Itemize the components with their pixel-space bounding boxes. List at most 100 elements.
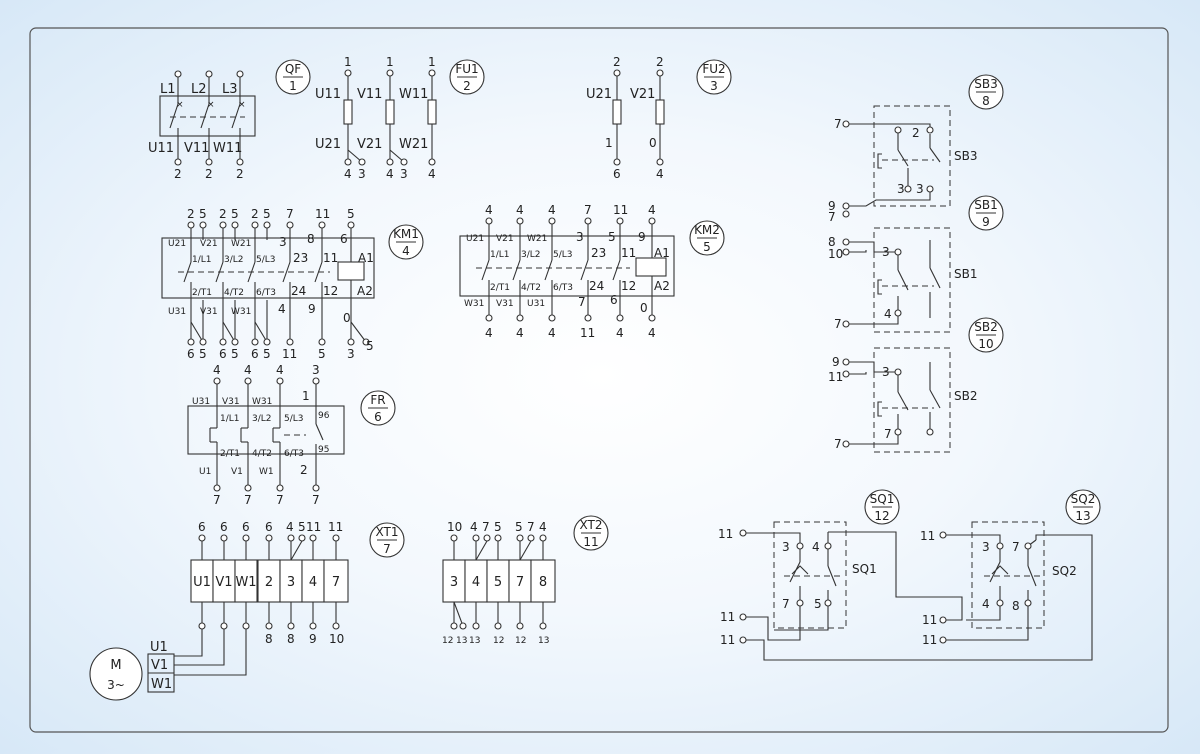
km1-inner-label: 5/L3 [256, 255, 276, 265]
km2-top-num: 4 [485, 203, 493, 217]
xt2-badge-bottom: 11 [583, 535, 598, 549]
xt1-cell: 7 [332, 575, 340, 590]
xt1-top-num: 6 [265, 520, 273, 534]
km2-bottom-num: 4 [648, 326, 656, 340]
km2-inner-label: 3/L2 [521, 250, 541, 260]
km1-inner-label: 23 [293, 251, 308, 265]
km1-inner-label: 6 [340, 232, 348, 246]
xt2-bottom-num: 13 [538, 636, 549, 646]
km2-badge-top: KM2 [694, 223, 720, 237]
motor-phase: 3~ [107, 678, 125, 692]
sq2-num: 7 [1012, 540, 1020, 554]
sb1-num: 7 [834, 317, 842, 331]
fr-inner-label: U31 [192, 397, 210, 407]
km1-top-num: 5 [199, 207, 207, 221]
km2-inner-label: 7 [578, 295, 586, 309]
fu1-num: 3 [358, 167, 366, 181]
km2-inner-label: 6/T3 [553, 283, 573, 293]
xt2-cell: 8 [539, 575, 547, 590]
fr-top-num: 4 [276, 363, 284, 377]
km1-inner-label: A2 [357, 284, 373, 298]
xt1-bottom-num: 8 [265, 632, 273, 646]
xt2-top-num: 10 [447, 520, 462, 534]
fu2-in: 2 [656, 55, 664, 69]
fu1-in: 1 [344, 55, 352, 69]
km2-inner-label: W21 [527, 234, 547, 244]
xt1-top-num: 11 [306, 520, 321, 534]
sq1-num: 4 [812, 540, 820, 554]
fr-bottom-num: 7 [276, 493, 284, 507]
diagram-frame [29, 27, 1169, 733]
km1-inner-label: W31 [231, 307, 251, 317]
fr-inner-label: 1 [302, 389, 310, 403]
qf-out-u11: U11 [148, 141, 174, 156]
xt2-badge-top: XT2 [580, 518, 603, 532]
km2-inner-label: 4/T2 [521, 283, 541, 293]
km2-bottom-num: 4 [485, 326, 493, 340]
km1-bottom-num: 5 [231, 347, 239, 361]
km1-inner-label: U21 [168, 239, 186, 249]
km2-bottom-num: 4 [616, 326, 624, 340]
sb1-num: 3 [882, 245, 890, 259]
km1-inner-label: 12 [323, 284, 338, 298]
km1-contactor: 2 5 2 5 2 5 7 11 5 U21 V21 W21 3 8 6 1/L… [161, 207, 375, 361]
km2-label-badge: KM2 5 [689, 220, 725, 256]
sb2-num: 9 [832, 355, 840, 369]
xt2-bottom-num: 13 [456, 636, 467, 646]
sb2-name: SB2 [954, 389, 977, 403]
fr-inner-label: 1/L1 [220, 414, 240, 424]
sb2-num: 11 [828, 370, 843, 384]
km1-inner-label: W21 [231, 239, 251, 249]
sb3-label-badge: SB3 8 [968, 74, 1004, 110]
km2-inner-label: 11 [621, 246, 636, 260]
qf-num: 2 [236, 167, 244, 181]
km1-inner-label: 1/L1 [192, 255, 212, 265]
sb3-name: SB3 [954, 149, 977, 163]
fu2-line-v21: V21 [630, 87, 655, 102]
fu1-line-w11: W11 [399, 87, 428, 102]
km2-bottom-num: 4 [516, 326, 524, 340]
km2-inner-label: 1/L1 [490, 250, 510, 260]
xt1-top-num: 4 [286, 520, 294, 534]
sq1-label-badge: SQ1 12 [864, 489, 900, 525]
km1-bottom-num: 6 [251, 347, 259, 361]
fr-inner-label: U1 [199, 467, 211, 477]
km1-inner-label: A1 [358, 251, 374, 265]
sb2-badge-top: SB2 [974, 320, 997, 334]
km2-inner-label: 23 [591, 246, 606, 260]
km1-inner-label: 0 [343, 311, 351, 325]
fr-inner-label: 2/T1 [220, 449, 240, 459]
km2-top-num: 4 [548, 203, 556, 217]
sq1-badge-bottom: 12 [874, 509, 889, 523]
xt2-top-num: 7 [527, 520, 535, 534]
xt1-bottom-num: 9 [309, 632, 317, 646]
xt1-bottom-num: 8 [287, 632, 295, 646]
sq1-name: SQ1 [852, 562, 877, 576]
svg-text:×: × [176, 100, 184, 110]
km2-inner-label: 6 [610, 293, 618, 307]
fr-top-num: 4 [244, 363, 252, 377]
km2-inner-label: V21 [496, 234, 514, 244]
km2-inner-label: W31 [464, 299, 484, 309]
xt2-bottom-num: 13 [469, 636, 480, 646]
xt2-cell: 4 [472, 575, 480, 590]
sq2-num: 11 [922, 633, 937, 647]
sb3-pushbutton: 7 2 3 3 9 7 SB3 [828, 105, 977, 224]
qf-phase-l1: L1 [160, 82, 176, 97]
xt2-cell: 5 [494, 575, 502, 590]
xt1-cell: 4 [309, 575, 317, 590]
fu1-in: 1 [386, 55, 394, 69]
xt1-badge-bottom: 7 [383, 542, 391, 556]
sb3-num: 2 [912, 126, 920, 140]
sq1-num: 11 [720, 633, 735, 647]
km1-inner-label: 6/T3 [256, 288, 276, 298]
sb3-num: 3 [916, 182, 924, 196]
km1-inner-label: U31 [168, 307, 186, 317]
km1-bottom-num: 11 [282, 347, 297, 361]
qf-badge-top: QF [285, 62, 301, 76]
sq2-num: 4 [982, 597, 990, 611]
fr-inner-label: 95 [318, 445, 329, 455]
xt2-top-num: 7 [482, 520, 490, 534]
km1-inner-label: 3/L2 [224, 255, 244, 265]
